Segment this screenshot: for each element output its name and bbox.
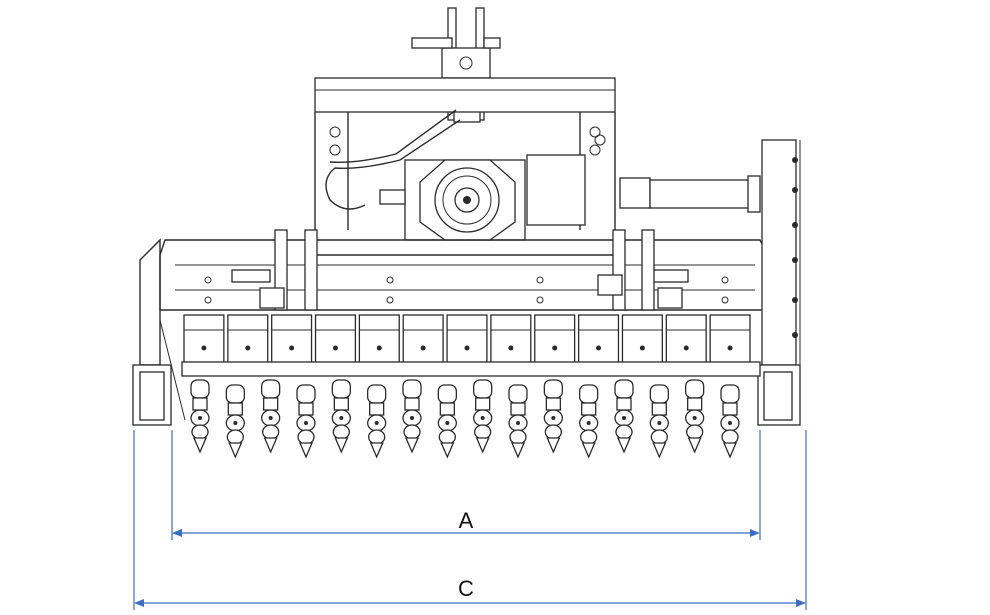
hammer (190, 379, 210, 454)
dimension-a-label: A (459, 508, 474, 533)
pto-rotor (379, 154, 761, 241)
dimension-c: C (133, 430, 807, 610)
left-side-plate (132, 238, 186, 426)
gearbox-housing (314, 77, 616, 256)
tool-box (183, 314, 225, 364)
tool-row (183, 314, 751, 364)
hammer (296, 384, 316, 459)
hammer (614, 379, 634, 454)
hammer (331, 379, 351, 454)
tool-box (314, 314, 357, 364)
hammer (437, 384, 457, 459)
tool-box (665, 314, 707, 364)
tool-box (577, 314, 620, 364)
rotor-shaft (181, 361, 761, 377)
tool-box (271, 314, 313, 364)
tool-box (621, 314, 663, 364)
dimension-a: A (171, 430, 761, 540)
hammer (402, 379, 422, 454)
hammer (225, 384, 245, 459)
right-side-plate (757, 139, 801, 426)
hammer (473, 379, 493, 454)
hammer (261, 379, 281, 454)
tool-box (709, 314, 751, 364)
tool-box (534, 314, 576, 364)
hammer (579, 384, 599, 459)
hammer (508, 384, 528, 459)
tool-box (446, 314, 488, 364)
hammer (367, 384, 387, 459)
hammer (720, 384, 740, 459)
dimension-c-label: C (458, 576, 474, 601)
tool-box (490, 314, 532, 364)
tool-box (358, 314, 400, 364)
hammer (685, 379, 705, 454)
tool-box (402, 314, 444, 364)
hammer (543, 379, 563, 454)
hammer (649, 384, 669, 459)
hammer-row (190, 379, 740, 459)
main-beam (159, 229, 771, 311)
tool-box (227, 314, 269, 364)
